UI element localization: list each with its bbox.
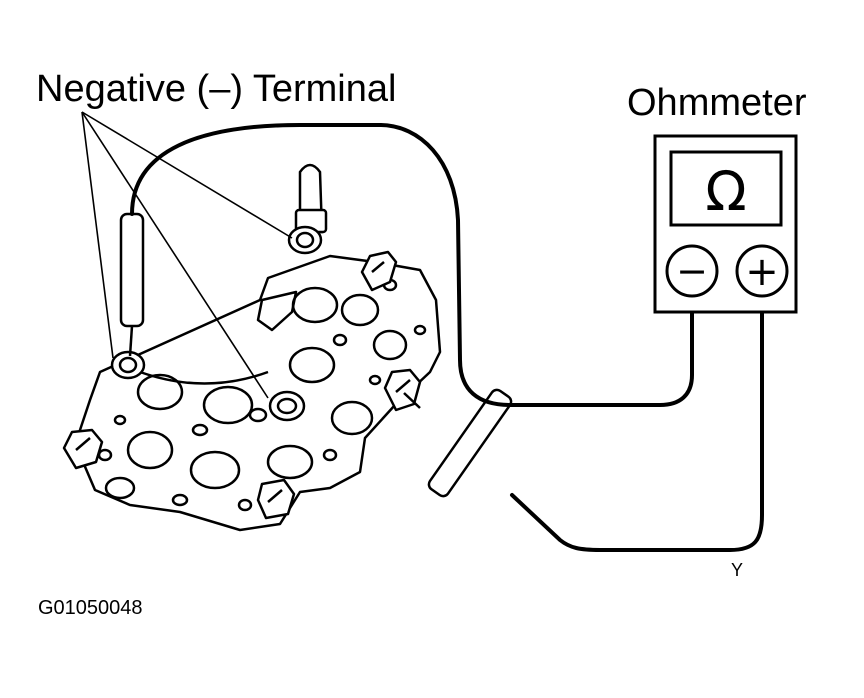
- ohmmeter: Ω − +: [653, 134, 798, 314]
- figure-id: G01050048: [38, 597, 143, 619]
- clip-right-top: [360, 250, 398, 292]
- plus-symbol: +: [745, 249, 779, 295]
- clip-bottom: [256, 478, 296, 520]
- ohm-symbol: Ω: [705, 160, 746, 223]
- rectifier-outline: [78, 254, 442, 532]
- negative-probe: [119, 212, 145, 357]
- ohmmeter-negative-jack: [665, 244, 719, 298]
- minus-symbol: −: [676, 249, 708, 293]
- negative-lead: [130, 123, 694, 407]
- rectifier-tab: [256, 290, 298, 332]
- ohmmeter-positive-jack: [735, 244, 789, 298]
- positive-probe: [403, 388, 513, 498]
- ohmmeter-label: Ohmmeter: [627, 82, 807, 124]
- negative-terminal-label: Negative (–) Terminal: [36, 68, 397, 110]
- terminal-posts: [110, 163, 328, 422]
- test-leads: [130, 123, 764, 552]
- leader-lines: [81, 111, 293, 399]
- clip-left: [62, 428, 104, 470]
- ohmmeter-display: [669, 150, 783, 227]
- corner-mark: Y: [731, 560, 744, 580]
- positive-lead: [510, 288, 764, 552]
